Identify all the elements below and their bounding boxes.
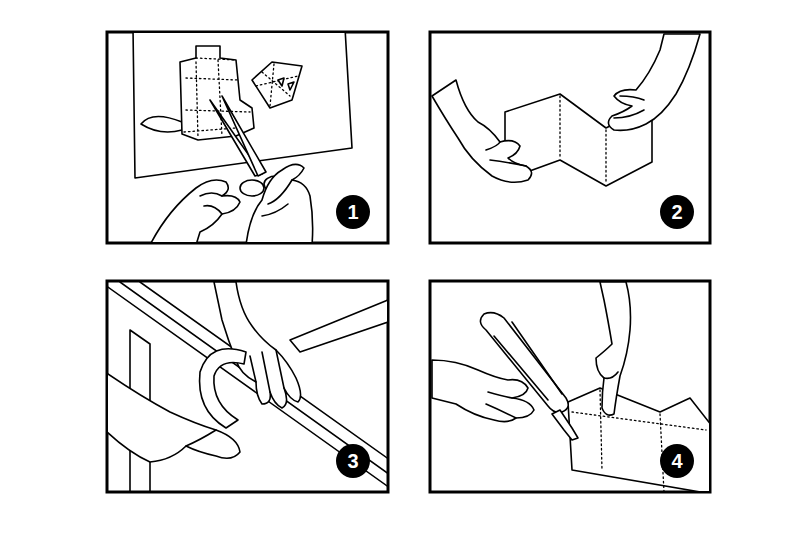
paper-head	[252, 62, 302, 108]
cutting-scene	[133, 33, 352, 242]
scissor-blade	[222, 96, 266, 176]
callout-number-text: 2	[671, 202, 682, 222]
callout-number-text: 4	[671, 451, 682, 471]
table-edge	[108, 282, 387, 488]
callout-number: 3	[336, 444, 370, 478]
panel-frame	[430, 32, 710, 243]
gluing-scene	[432, 282, 709, 491]
pressing-hand	[214, 282, 301, 408]
bottle-nozzle	[552, 410, 578, 440]
callout-number-text: 3	[347, 451, 358, 471]
paper-sheet	[133, 33, 352, 178]
panel-frame	[430, 281, 710, 492]
left-hand	[432, 360, 534, 422]
finger-line	[486, 142, 526, 166]
finger-line	[250, 350, 284, 392]
finger-line	[604, 372, 618, 378]
left-hand	[150, 180, 240, 242]
callout-number: 2	[660, 195, 694, 229]
paper-piece	[568, 388, 709, 491]
holding-hand	[108, 372, 240, 462]
face-detail	[278, 78, 294, 90]
finger-line	[486, 392, 516, 418]
folding-scene	[432, 34, 700, 186]
finger-line	[614, 96, 644, 118]
paper-loop	[200, 349, 246, 428]
callout-number-text: 1	[347, 202, 358, 222]
paper-strip	[290, 300, 387, 352]
paper-body-cutout	[180, 46, 254, 140]
fold-line	[560, 96, 606, 184]
fold-line	[572, 390, 706, 491]
right-hand	[608, 34, 700, 130]
finger-line	[200, 193, 222, 214]
creasing-scene	[108, 282, 387, 491]
scissor-handle	[240, 180, 264, 196]
pressing-finger-hand	[596, 282, 631, 415]
finger-line	[186, 430, 216, 446]
right-hand	[246, 164, 313, 242]
finger-line	[262, 180, 292, 216]
callout-number: 1	[336, 195, 370, 229]
paper-leaf	[141, 116, 182, 132]
fold-line	[256, 64, 298, 106]
left-hand	[432, 80, 532, 182]
callout-number: 4	[660, 444, 694, 478]
